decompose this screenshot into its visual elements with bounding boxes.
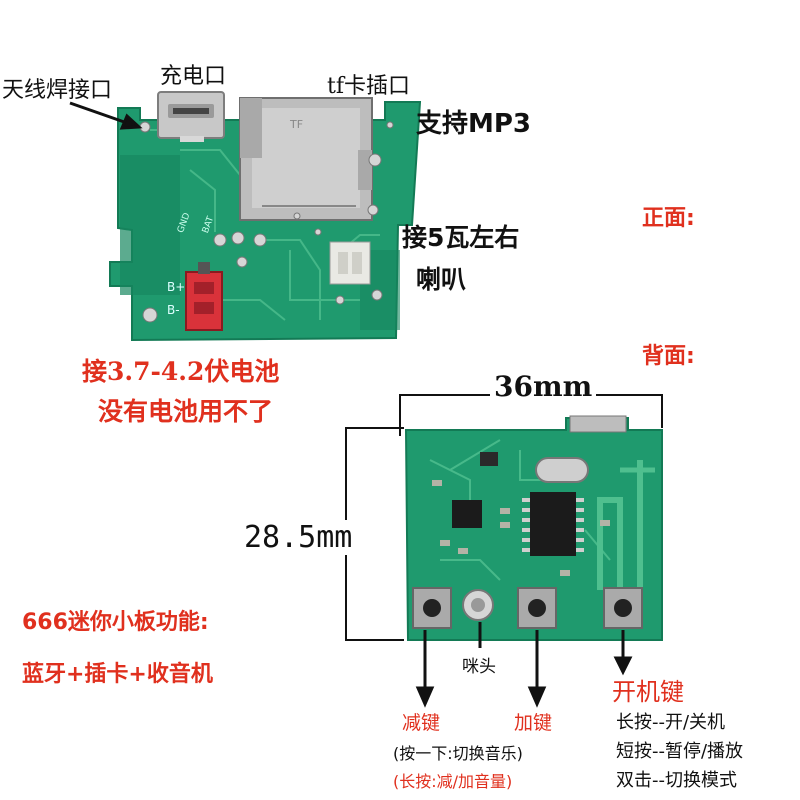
plus-key-label: 加键 — [514, 712, 553, 734]
mic — [462, 589, 494, 621]
battery-label-line1: 接3.7-4.2伏电池 — [82, 357, 280, 386]
long-press-label: (长按:减/加音量) — [393, 772, 513, 791]
plus-key-button — [517, 587, 557, 629]
antenna-label: 天线焊接口 — [2, 78, 113, 103]
front-side-label: 正面: — [642, 206, 695, 231]
features-title: 666迷你小板功能: — [22, 610, 209, 635]
power-short-press: 短按--暂停/播放 — [616, 741, 744, 762]
battery-connector — [185, 262, 223, 331]
speaker-label-line2: 喇叭 — [416, 265, 467, 294]
power-key-button — [603, 587, 643, 629]
power-long-press: 长按--开/关机 — [616, 712, 726, 733]
press-once-label: (按一下:切换音乐) — [393, 744, 523, 763]
power-key-label: 开机键 — [612, 678, 684, 706]
silk-card: TF — [290, 118, 304, 131]
tf-slot-label: tf卡插口 — [327, 74, 410, 99]
back-side-label: 背面: — [642, 344, 695, 369]
width-dimension-label: 36mm — [490, 370, 597, 403]
power-double-click: 双击--切换模式 — [616, 770, 737, 791]
minus-key-button — [412, 587, 452, 629]
silk-bminus: B- — [167, 303, 180, 317]
back-board — [404, 415, 663, 641]
pointer-arrows — [69, 101, 633, 708]
speaker-connector — [329, 241, 371, 285]
speaker-label-line1: 接5瓦左右 — [402, 223, 520, 252]
front-board — [109, 91, 422, 342]
height-dimension-label: 28.5mm — [244, 520, 353, 555]
charge-port-label: 充电口 — [160, 64, 227, 89]
mic-label: 咪头 — [462, 657, 496, 677]
mp3-label: 支持MP3 — [416, 109, 532, 139]
tf-card-slot — [239, 97, 373, 221]
silk-bplus: B+ — [167, 280, 186, 294]
usb-charge-port — [157, 91, 225, 142]
features-list: 蓝牙+插卡+收音机 — [22, 662, 213, 687]
minus-key-label: 减键 — [402, 712, 441, 734]
battery-label-line2: 没有电池用不了 — [98, 397, 274, 426]
